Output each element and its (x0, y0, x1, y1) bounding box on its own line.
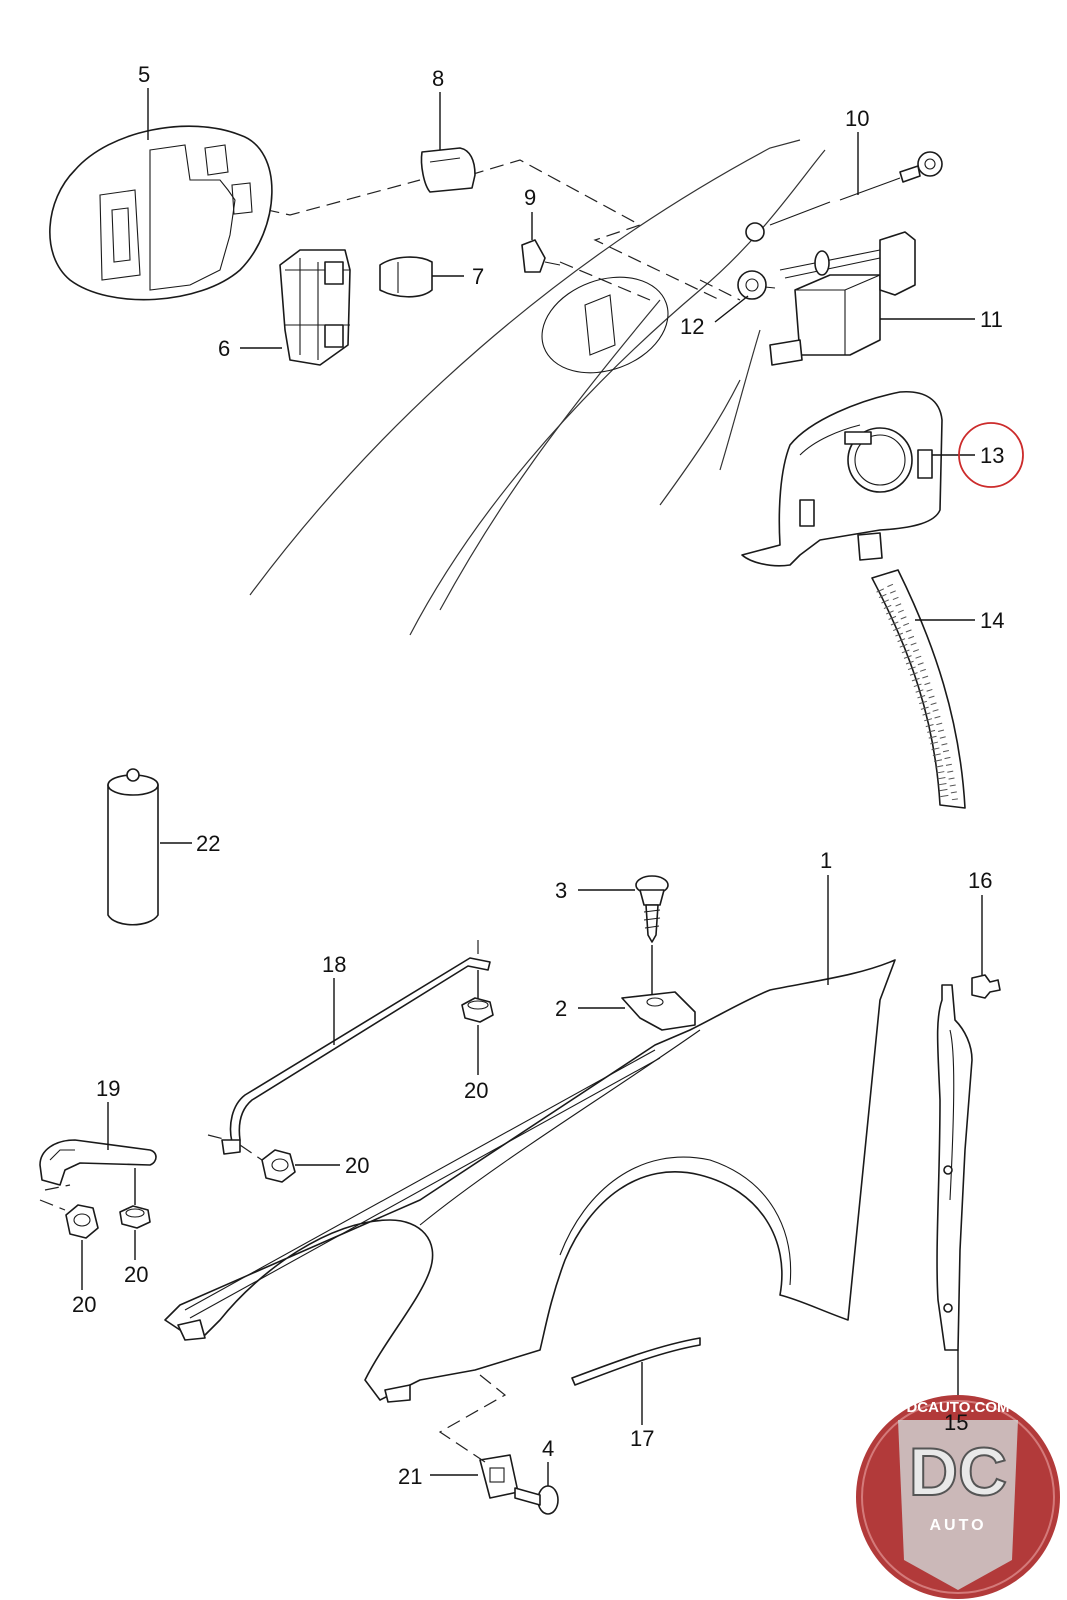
part-7-clip (379, 256, 433, 298)
part-9-pin (521, 239, 561, 273)
callout-7: 7 (472, 264, 484, 289)
part-17-trim (571, 1337, 701, 1425)
part-6-hinge (279, 249, 351, 366)
part-8-cap (420, 147, 476, 193)
highlight-circle (958, 422, 1024, 488)
part-11-actuator (769, 231, 916, 366)
callout-13: 13 (980, 443, 1004, 468)
callout-16: 16 (968, 868, 992, 893)
callout-12: 12 (680, 314, 704, 339)
part-2-clip-nut (621, 991, 696, 1031)
callout-1: 1 (820, 848, 832, 873)
part-10-cable (745, 151, 943, 242)
part-5-fuel-door (49, 125, 273, 301)
part-4-bolt (514, 1462, 559, 1515)
callout-3: 3 (555, 878, 567, 903)
callout-20-left: 20 (72, 1292, 96, 1317)
callout-11: 11 (980, 307, 1003, 332)
callout-2: 2 (555, 996, 567, 1021)
callout-21: 21 (398, 1464, 422, 1489)
part-14-drain-hose (871, 569, 966, 809)
callout-6: 6 (218, 336, 230, 361)
watermark-auto-text: AUTO (929, 1517, 986, 1534)
part-21-clip (438, 1374, 519, 1499)
callout-9: 9 (524, 185, 536, 210)
callout-20-right: 20 (124, 1262, 148, 1287)
part-12-grommet (737, 270, 776, 300)
assembly-lines-upper (244, 159, 741, 301)
part-1-fender (164, 959, 896, 1403)
part-20-nut-d (119, 1168, 151, 1260)
callout-14: 14 (980, 608, 1004, 633)
part-19-bracket (39, 1139, 157, 1211)
callout-5: 5 (138, 62, 150, 87)
callout-22: 22 (196, 831, 220, 856)
part-22-cartridge (107, 768, 159, 926)
callout-20-upper: 20 (464, 1078, 488, 1103)
callout-15: 15 (944, 1410, 968, 1435)
part-13-filler-housing (741, 391, 943, 567)
part-20-nut-a (461, 997, 494, 1075)
callout-17: 17 (630, 1426, 654, 1451)
part-16-push-clip (971, 895, 1001, 999)
part-18-strut (207, 940, 491, 1155)
part-15-liner (936, 984, 973, 1410)
callout-labels: 5 8 9 10 7 6 12 11 13 14 22 1 16 3 18 2 … (72, 62, 1004, 1489)
detail-circle (541, 276, 669, 374)
callout-19: 19 (96, 1076, 120, 1101)
body-contour-lines (249, 139, 826, 636)
part-20-nut-c (65, 1204, 99, 1290)
callout-4: 4 (542, 1436, 554, 1461)
part-20-nut-b (239, 1144, 296, 1183)
callout-10: 10 (845, 106, 869, 131)
callout-20-middle: 20 (345, 1153, 369, 1178)
part-3-screw (635, 875, 669, 995)
watermark-dc-letters: DC (909, 1434, 1007, 1510)
callout-8: 8 (432, 66, 444, 91)
watermark-site-text: DCAUTO.COM (906, 1399, 1009, 1416)
leader-lines (107, 88, 975, 1476)
watermark-badge: DCAUTO.COM DC AUTO (856, 1395, 1060, 1599)
callout-18: 18 (322, 952, 346, 977)
